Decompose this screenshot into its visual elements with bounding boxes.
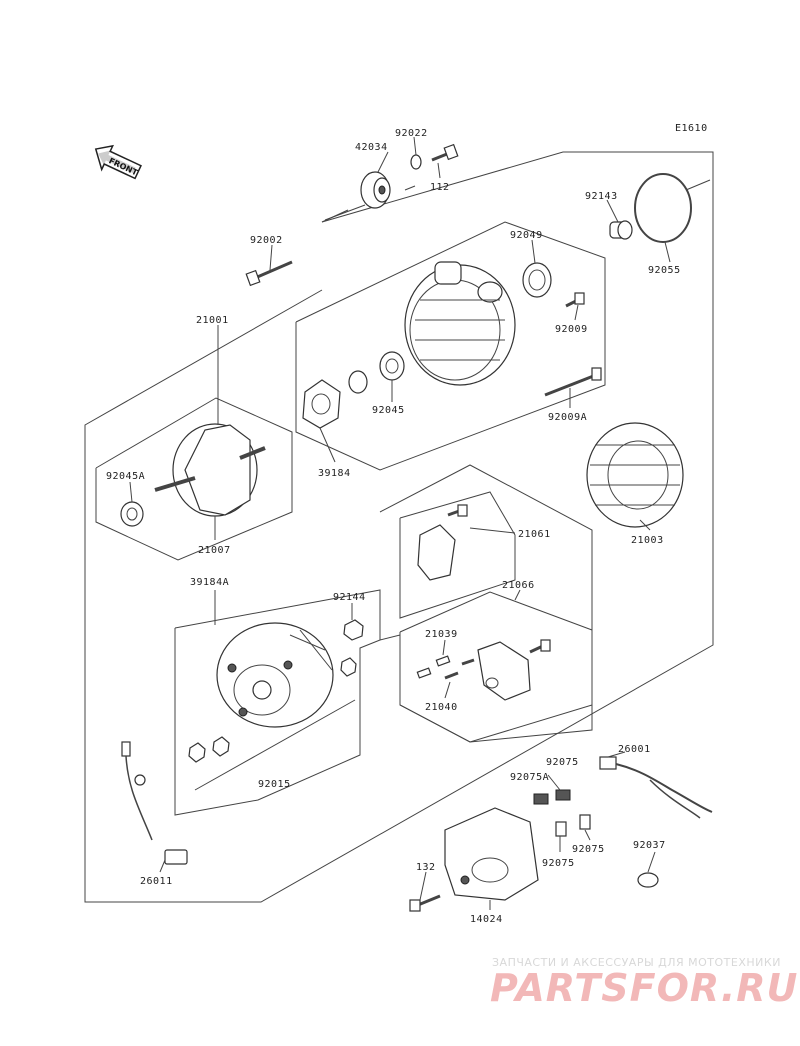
- brush-icon: [416, 655, 475, 680]
- part-label-112[interactable]: 112: [430, 182, 450, 193]
- pulley-icon: [324, 171, 416, 221]
- regulator-box: [399, 591, 593, 743]
- part-label-132[interactable]: 132: [416, 862, 436, 873]
- part-label-21039[interactable]: 21039: [425, 629, 458, 640]
- part-label-21061[interactable]: 21061: [518, 529, 551, 540]
- front-direction-arrow: FRONT: [94, 144, 142, 180]
- part-label-39184A[interactable]: 39184A: [190, 577, 229, 588]
- part-label-92075[interactable]: 92075: [546, 757, 579, 768]
- part-label-14024[interactable]: 14024: [470, 914, 503, 925]
- part-label-21001[interactable]: 21001: [196, 315, 229, 326]
- clamp-icon: [637, 872, 659, 888]
- bolt-icon: [431, 143, 459, 162]
- leader-lines: [129, 136, 671, 910]
- wire-harness-icon: [599, 756, 713, 819]
- part-label-92037[interactable]: 92037: [633, 840, 666, 851]
- diagram-code: E1610: [675, 123, 708, 134]
- part-label-21003[interactable]: 21003: [631, 535, 664, 546]
- part-label-92022[interactable]: 92022: [395, 128, 428, 139]
- part-label-26011[interactable]: 26011: [140, 876, 173, 887]
- nut-icon: [343, 619, 364, 641]
- part-label-42034[interactable]: 42034: [355, 142, 388, 153]
- brush-pad-icon: [533, 789, 591, 837]
- leader-line: [685, 179, 711, 191]
- diode-assembly-icon: [417, 504, 468, 581]
- part-label-92045[interactable]: 92045: [372, 405, 405, 416]
- front-housing-icon: [216, 622, 334, 728]
- assembly-outline: [84, 151, 714, 903]
- bearing-icon: [348, 351, 405, 394]
- o-ring-icon: [634, 173, 692, 243]
- cover-icon: [444, 807, 539, 901]
- oil-seal-icon: [522, 262, 552, 298]
- part-label-92075A[interactable]: 92075A: [510, 772, 549, 783]
- rectifier-box: [379, 464, 593, 743]
- part-label-21066[interactable]: 21066: [502, 580, 535, 591]
- rear-housing-icon: [404, 261, 516, 386]
- lead-wire-icon: [121, 741, 188, 865]
- part-label-92045A[interactable]: 92045A: [106, 471, 145, 482]
- stator-icon: [586, 422, 684, 528]
- gasket-icon: [302, 379, 341, 429]
- watermark-logo: PARTSFOR.RU: [490, 966, 799, 1010]
- bearing-icon: [120, 501, 144, 527]
- washer-icon: [410, 154, 422, 170]
- part-label-92049[interactable]: 92049: [510, 230, 543, 241]
- part-label-39184[interactable]: 39184: [318, 468, 351, 479]
- part-label-92143[interactable]: 92143: [585, 191, 618, 202]
- part-label-92075[interactable]: 92075: [572, 844, 605, 855]
- rotor-icon: [154, 423, 266, 517]
- bolt-icon: [409, 894, 441, 912]
- diode-box: [399, 491, 516, 619]
- watermark-tagline: ЗАПЧАСТИ И АКСЕССУАРЫ ДЛЯ МОТОТЕХНИКИ: [492, 956, 781, 969]
- nut-icon: [188, 657, 357, 763]
- bolt-icon: [245, 260, 293, 287]
- front-housing-box: [174, 589, 381, 816]
- rear-housing-box: [295, 221, 606, 471]
- screw-icon: [565, 292, 585, 308]
- long-bolt-icon: [544, 367, 602, 397]
- regulator-icon: [477, 639, 551, 701]
- part-label-92075[interactable]: 92075: [542, 858, 575, 869]
- part-label-26001[interactable]: 26001: [618, 744, 651, 755]
- part-label-92009[interactable]: 92009: [555, 324, 588, 335]
- part-label-92144[interactable]: 92144: [333, 592, 366, 603]
- part-label-92015[interactable]: 92015: [258, 779, 291, 790]
- rotor-box: [95, 397, 293, 561]
- part-label-21007[interactable]: 21007: [198, 545, 231, 556]
- cap-icon: [609, 220, 633, 240]
- part-label-92002[interactable]: 92002: [250, 235, 283, 246]
- part-label-21040[interactable]: 21040: [425, 702, 458, 713]
- part-label-92055[interactable]: 92055: [648, 265, 681, 276]
- part-label-92009A[interactable]: 92009A: [548, 412, 587, 423]
